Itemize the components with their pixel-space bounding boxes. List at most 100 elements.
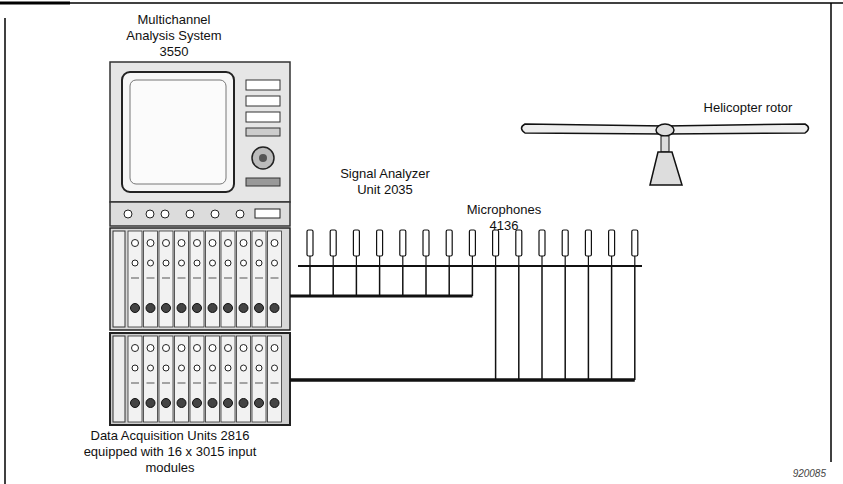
stroke xyxy=(402,266,404,296)
stroke xyxy=(194,345,201,352)
stroke xyxy=(333,256,334,266)
stroke xyxy=(588,256,589,266)
stroke xyxy=(193,304,202,313)
stroke xyxy=(256,260,262,266)
stroke xyxy=(562,230,568,256)
stroke xyxy=(241,260,247,266)
stroke xyxy=(178,240,185,247)
stroke xyxy=(255,383,263,384)
stroke xyxy=(177,304,186,313)
stroke xyxy=(177,399,186,408)
stroke xyxy=(162,304,171,313)
stroke xyxy=(209,278,217,279)
stroke xyxy=(255,278,263,279)
stroke xyxy=(162,278,170,279)
stroke xyxy=(194,260,200,266)
stroke xyxy=(611,256,612,266)
stroke xyxy=(611,266,613,380)
stroke xyxy=(225,260,231,266)
stroke xyxy=(224,278,232,279)
stroke xyxy=(131,383,139,384)
stroke xyxy=(270,304,279,313)
stroke xyxy=(495,256,496,266)
stroke xyxy=(113,336,125,422)
stroke xyxy=(179,260,185,266)
stroke xyxy=(239,304,248,313)
stroke xyxy=(609,230,615,256)
frame-line xyxy=(830,3,832,462)
frame-line xyxy=(0,2,70,5)
stroke xyxy=(240,278,248,279)
stroke xyxy=(271,278,279,279)
stroke xyxy=(268,231,282,327)
stroke xyxy=(330,230,336,256)
stroke xyxy=(178,278,186,279)
stroke xyxy=(162,383,170,384)
stroke xyxy=(400,230,406,256)
stroke xyxy=(210,365,216,371)
stroke xyxy=(270,399,279,408)
stroke xyxy=(163,345,170,352)
acquisition-rack xyxy=(110,333,290,425)
stroke xyxy=(309,266,311,296)
stroke xyxy=(209,383,217,384)
stroke xyxy=(131,399,140,408)
stroke xyxy=(162,399,171,408)
stroke xyxy=(132,240,139,247)
stroke xyxy=(268,336,282,422)
stroke xyxy=(190,336,204,422)
stroke xyxy=(541,256,542,266)
stroke xyxy=(147,345,154,352)
helicopter-rotor xyxy=(522,124,809,185)
stroke xyxy=(175,336,189,422)
stroke xyxy=(632,230,638,256)
stroke xyxy=(221,336,235,422)
stroke xyxy=(539,230,545,256)
equipment-label: Multichannel Analysis System 3550 xyxy=(118,12,230,60)
stroke xyxy=(237,231,251,327)
stroke xyxy=(309,256,310,266)
stroke xyxy=(377,230,383,256)
stroke xyxy=(271,383,279,384)
mic-boom xyxy=(298,265,642,267)
stroke xyxy=(208,304,217,313)
stroke xyxy=(131,304,140,313)
stroke xyxy=(332,266,334,296)
stroke xyxy=(194,365,200,371)
stroke xyxy=(131,278,139,279)
microphone-array xyxy=(290,230,638,380)
stroke xyxy=(472,256,473,266)
stroke xyxy=(516,230,522,256)
stroke xyxy=(179,365,185,371)
signal-analyzer-rack xyxy=(110,228,290,330)
stroke xyxy=(252,336,266,422)
stroke xyxy=(225,345,232,352)
stroke xyxy=(423,230,429,256)
stroke xyxy=(163,260,169,266)
equipment-label: Helicopter rotor xyxy=(688,100,808,116)
stroke xyxy=(148,365,154,371)
stroke xyxy=(255,304,264,313)
stroke xyxy=(132,260,138,266)
stroke xyxy=(256,240,263,247)
stroke xyxy=(518,256,519,266)
stroke xyxy=(379,256,380,266)
stroke xyxy=(518,266,520,380)
stroke xyxy=(241,365,247,371)
stroke xyxy=(634,256,635,266)
stroke xyxy=(147,240,154,247)
stroke xyxy=(469,230,475,256)
stroke xyxy=(239,399,248,408)
stroke xyxy=(541,266,543,380)
stroke xyxy=(146,399,155,408)
stroke xyxy=(225,240,232,247)
stroke xyxy=(132,345,139,352)
stroke xyxy=(255,399,264,408)
stroke xyxy=(224,304,233,313)
stroke xyxy=(144,336,158,422)
stroke xyxy=(472,266,474,296)
equipment-label: Signal Analyzer Unit 2035 xyxy=(340,166,430,198)
frame-line xyxy=(70,2,843,4)
stroke xyxy=(588,266,590,380)
